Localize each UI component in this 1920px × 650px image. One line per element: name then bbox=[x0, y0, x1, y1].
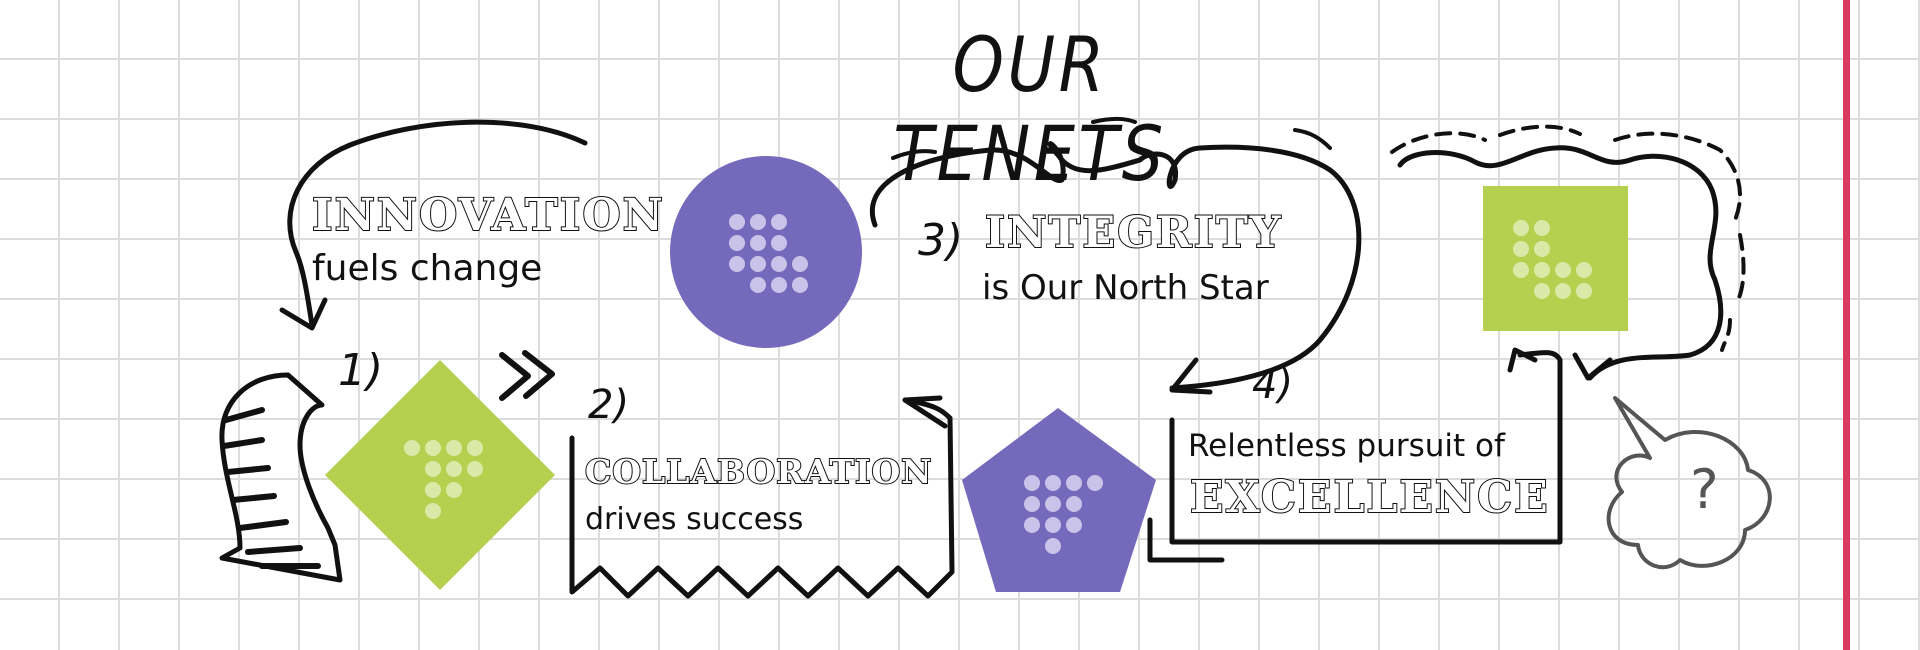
integrity-arrowhead bbox=[1169, 357, 1213, 395]
diamond-badge bbox=[325, 360, 555, 590]
square-badge bbox=[1483, 186, 1628, 331]
tenet-number-2: 2) bbox=[588, 382, 630, 428]
pentagon-badge bbox=[962, 408, 1156, 592]
striped-curved-arrow bbox=[219, 372, 343, 583]
tenet-word-excellence: EXCELLENCE bbox=[1189, 471, 1550, 524]
tenet-number-4: 4) bbox=[1252, 362, 1294, 408]
collaboration-box bbox=[569, 397, 955, 599]
innovation-arrowhead bbox=[279, 297, 328, 331]
excellence-arrowhead bbox=[1507, 347, 1538, 373]
notebook-margin-line bbox=[1843, 0, 1850, 650]
tenet-word-integrity: INTEGRITY bbox=[984, 207, 1283, 259]
page-title: OUR TENETS bbox=[893, 20, 1167, 198]
tenet-caption-excellence: Relentless pursuit of bbox=[1188, 428, 1505, 464]
integrity-loop-arrow bbox=[869, 141, 1362, 391]
innovation-curved-arrow bbox=[287, 119, 588, 328]
tenet-number-1: 1) bbox=[338, 345, 384, 396]
circle-badge bbox=[670, 156, 862, 348]
tenet-caption-collaboration: drives success bbox=[585, 502, 804, 537]
chevron-double-icon bbox=[499, 350, 555, 401]
tenet-caption-integrity: is Our North Star bbox=[982, 268, 1269, 308]
tenet-word-innovation: INNOVATION bbox=[311, 189, 665, 242]
cloud-outline bbox=[1397, 145, 1724, 381]
collaboration-arrowhead bbox=[902, 395, 948, 429]
question-mark-icon: ? bbox=[1690, 458, 1719, 521]
excellence-bracket bbox=[1169, 350, 1563, 545]
tenet-caption-innovation: fuels change bbox=[312, 248, 543, 289]
tenet-word-collaboration: COLLABORATION bbox=[584, 451, 933, 492]
tenet-number-3: 3) bbox=[918, 215, 964, 266]
question-bubble bbox=[1606, 396, 1772, 570]
